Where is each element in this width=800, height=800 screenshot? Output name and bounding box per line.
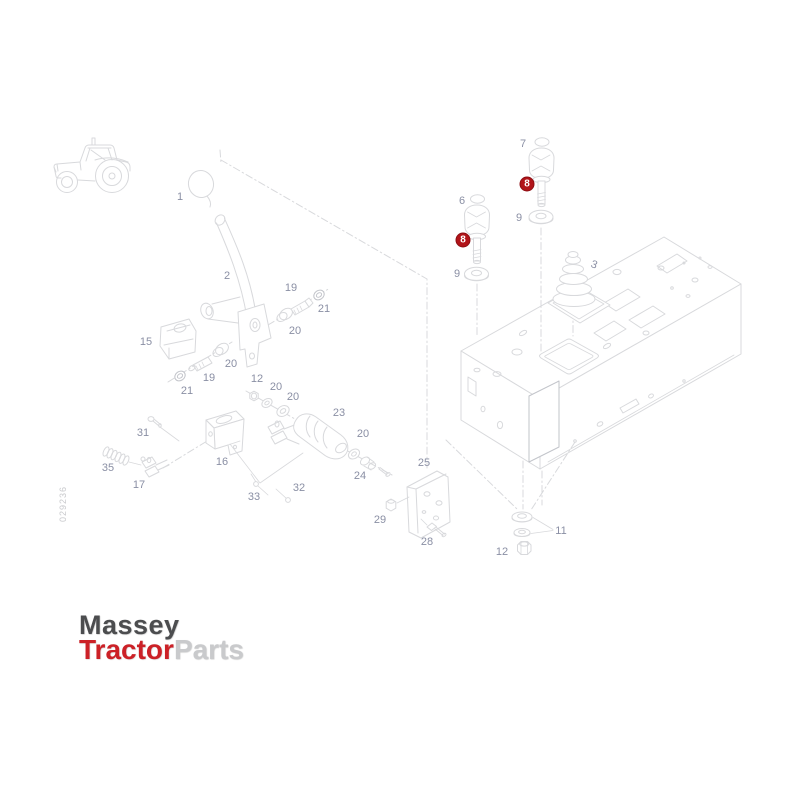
knob-centre-lines: [476, 227, 542, 352]
part-number-label: 20: [286, 391, 300, 403]
part-number-label: 20: [224, 358, 238, 370]
part-number-label: 12: [495, 546, 509, 558]
part-number-label: 19: [284, 282, 298, 294]
drawing-code: 029236: [58, 486, 68, 523]
knob-assembly-6: [464, 194, 490, 282]
part-number-label: 20: [356, 428, 370, 440]
bracket-15: [159, 318, 197, 360]
part-number-label: 31: [136, 427, 150, 439]
part-number-label: 29: [373, 514, 387, 526]
part-number-label: 1: [176, 191, 184, 203]
dealer-logo: Massey TractorParts: [79, 612, 244, 664]
bolt-set-upper: [276, 289, 325, 323]
washer-row: [249, 390, 290, 417]
spring-35: [102, 446, 142, 466]
logo-word-massey: Massey: [79, 610, 180, 640]
logo-line-tractorparts: TractorParts: [79, 636, 244, 664]
highlighted-part-badge[interactable]: 8: [455, 232, 471, 248]
gear-lever: [187, 170, 257, 319]
bolt-set-lower: [174, 342, 229, 382]
clevis-17: [140, 456, 170, 478]
mounting-plate-25: [385, 470, 451, 539]
part-number-label: 19: [202, 372, 216, 384]
part-number-label: 21: [317, 303, 331, 315]
console-panel: [460, 236, 742, 470]
screw-31: [147, 416, 180, 442]
rubber-boot-3: [547, 251, 611, 337]
part-number-label: 35: [101, 462, 115, 474]
part-number-label: 21: [180, 385, 194, 397]
bolts-33-32: [229, 443, 304, 503]
logo-word-parts: Parts: [173, 634, 244, 665]
part-number-label: 17: [132, 479, 146, 491]
cable-assembly-23: [267, 413, 391, 477]
part-number-label: 9: [453, 268, 461, 280]
highlighted-part-badge[interactable]: 8: [519, 176, 535, 192]
part-number-label: 2: [223, 270, 231, 282]
part-number-label: 33: [247, 491, 261, 503]
nut-12: [517, 541, 532, 555]
part-number-label: 12: [250, 373, 264, 385]
part-number-label: 20: [288, 325, 302, 337]
tractor-icon: [53, 137, 131, 193]
washer-stack-11: [445, 439, 576, 537]
pivot-housing: [200, 296, 272, 368]
part-number-label: 11: [555, 525, 567, 537]
part-number-label: 7: [519, 138, 527, 150]
part-number-label: 25: [417, 457, 431, 469]
bracket-16: [205, 410, 245, 456]
part-number-label: 24: [353, 470, 367, 482]
knob-assembly-7: [528, 137, 555, 225]
part-number-label: 16: [215, 456, 229, 468]
logo-word-tractor: Tractor: [79, 634, 174, 665]
part-number-label: 15: [139, 336, 153, 348]
part-number-label: 32: [292, 482, 306, 494]
part-number-label: 9: [515, 212, 523, 224]
part-number-label: 28: [420, 536, 434, 548]
part-number-label: 23: [332, 407, 346, 419]
part-number-label: 6: [458, 195, 466, 207]
part-number-label: 20: [269, 381, 283, 393]
